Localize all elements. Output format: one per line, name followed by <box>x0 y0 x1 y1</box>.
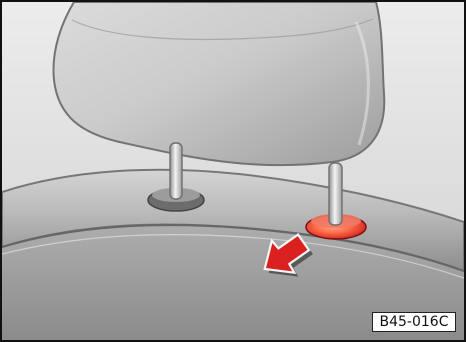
left-headrest-post <box>170 143 182 199</box>
figure-code-label: B45-016C <box>372 312 456 332</box>
right-headrest-post <box>329 163 342 225</box>
headrest-illustration <box>2 2 464 340</box>
